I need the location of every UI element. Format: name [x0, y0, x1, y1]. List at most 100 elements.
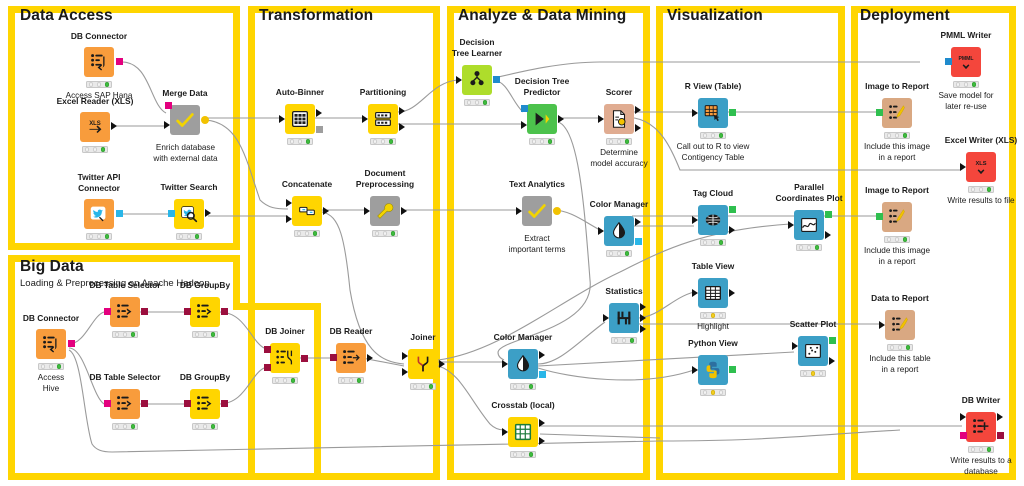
output-port-data-first[interactable]	[399, 107, 405, 115]
output-port-data-2[interactable]	[640, 314, 646, 322]
input-port-connection[interactable]	[168, 210, 175, 217]
node-status-indicator	[510, 383, 536, 390]
input-port-model[interactable]	[945, 58, 952, 65]
input-port-data-2[interactable]	[286, 215, 292, 223]
input-port-database[interactable]	[960, 432, 967, 439]
output-port-database[interactable]	[221, 400, 228, 407]
output-port-database[interactable]	[221, 308, 228, 315]
output-port-database[interactable]	[141, 308, 148, 315]
input-port-database[interactable]	[184, 400, 191, 407]
output-port-data-2[interactable]	[635, 124, 641, 132]
input-port-database-1[interactable]	[264, 346, 271, 353]
output-port-data-1[interactable]	[635, 106, 641, 114]
output-port-data-1[interactable]	[640, 303, 646, 311]
input-port-data[interactable]	[960, 413, 966, 421]
scorer-icon	[604, 104, 634, 134]
input-port-data[interactable]	[521, 121, 527, 129]
table-view-icon	[698, 278, 728, 308]
node-label: PMML Writer	[940, 30, 992, 40]
input-port-data[interactable]	[516, 207, 522, 215]
input-port-database[interactable]	[184, 308, 191, 315]
output-port-data[interactable]	[316, 109, 322, 117]
xls-writer-icon: XLS	[966, 152, 996, 182]
input-port-data[interactable]	[692, 109, 698, 117]
input-port-data-2[interactable]	[402, 368, 408, 376]
output-port-model[interactable]	[493, 76, 500, 83]
input-port-data[interactable]	[598, 227, 604, 235]
node-label: Image to Report	[865, 81, 929, 91]
input-port-data-1[interactable]	[402, 352, 408, 360]
input-port-database[interactable]	[104, 308, 111, 315]
input-port-data[interactable]	[879, 321, 885, 329]
output-port-data-2[interactable]	[539, 437, 545, 445]
output-port-data[interactable]	[825, 231, 831, 239]
input-port-data[interactable]	[164, 121, 170, 129]
input-port-data[interactable]	[692, 366, 698, 374]
node-label: Data to Report	[871, 293, 929, 303]
input-port-data[interactable]	[692, 216, 698, 224]
input-port-data[interactable]	[362, 115, 368, 123]
output-port-data[interactable]	[323, 207, 329, 215]
output-port-color-model[interactable]	[539, 371, 546, 378]
output-port-image[interactable]	[829, 337, 836, 344]
input-port-database[interactable]	[104, 400, 111, 407]
input-port-image[interactable]	[876, 213, 883, 220]
output-port-database[interactable]	[68, 340, 75, 347]
input-port-data-1[interactable]	[286, 199, 292, 207]
output-port-flow[interactable]	[201, 116, 209, 124]
output-port-data[interactable]	[729, 289, 735, 297]
output-port-data[interactable]	[401, 207, 407, 215]
input-port-database[interactable]	[330, 354, 337, 361]
output-port-image[interactable]	[729, 206, 736, 213]
input-port-database-2[interactable]	[264, 364, 271, 371]
input-port-data[interactable]	[502, 428, 508, 436]
output-port-data[interactable]	[635, 218, 641, 226]
output-port-image[interactable]	[729, 109, 736, 116]
input-port-data[interactable]	[692, 289, 698, 297]
output-port-connection[interactable]	[116, 210, 123, 217]
output-port-data[interactable]	[367, 354, 373, 362]
input-port-data[interactable]	[502, 360, 508, 368]
input-port-data[interactable]	[792, 342, 798, 350]
input-port-data[interactable]	[960, 163, 966, 171]
node-status-indicator	[887, 344, 913, 351]
color-manager-icon	[508, 349, 538, 379]
output-port-data[interactable]	[829, 357, 835, 365]
input-port-data[interactable]	[279, 115, 285, 123]
output-port-color-model[interactable]	[635, 238, 642, 245]
output-port-data[interactable]	[729, 226, 735, 234]
input-port-data[interactable]	[788, 221, 794, 229]
output-port-data[interactable]	[111, 122, 117, 130]
output-port-data-1[interactable]	[539, 419, 545, 427]
output-port-database[interactable]	[301, 355, 308, 362]
output-port-data-second[interactable]	[399, 123, 405, 131]
input-port-data[interactable]	[598, 115, 604, 123]
output-port-database[interactable]	[141, 400, 148, 407]
output-port-model[interactable]	[316, 126, 323, 133]
output-port-image[interactable]	[729, 366, 736, 373]
input-port-database[interactable]	[165, 102, 172, 109]
output-port-data[interactable]	[997, 413, 1003, 421]
output-port-data[interactable]	[205, 209, 211, 217]
output-port-image[interactable]	[825, 211, 832, 218]
db-table-selector-icon	[110, 389, 140, 419]
node-label: Table View	[691, 261, 735, 271]
output-port-flow[interactable]	[553, 207, 561, 215]
output-port-data-3[interactable]	[640, 325, 646, 333]
output-port-data[interactable]	[439, 360, 445, 368]
input-port-data[interactable]	[603, 314, 609, 322]
output-port-database[interactable]	[116, 58, 123, 65]
output-port-data[interactable]	[558, 115, 564, 123]
database-connector-icon	[36, 329, 66, 359]
db-reader-icon	[336, 343, 366, 373]
output-port-database[interactable]	[997, 432, 1004, 439]
input-port-data[interactable]	[364, 207, 370, 215]
output-port-data[interactable]	[539, 351, 545, 359]
input-port-image[interactable]	[876, 109, 883, 116]
input-port-model[interactable]	[521, 105, 528, 112]
frame-analyze-top	[447, 6, 650, 13]
input-port-data[interactable]	[456, 76, 462, 84]
db-writer-icon	[966, 412, 996, 442]
node-status-indicator	[606, 250, 632, 257]
